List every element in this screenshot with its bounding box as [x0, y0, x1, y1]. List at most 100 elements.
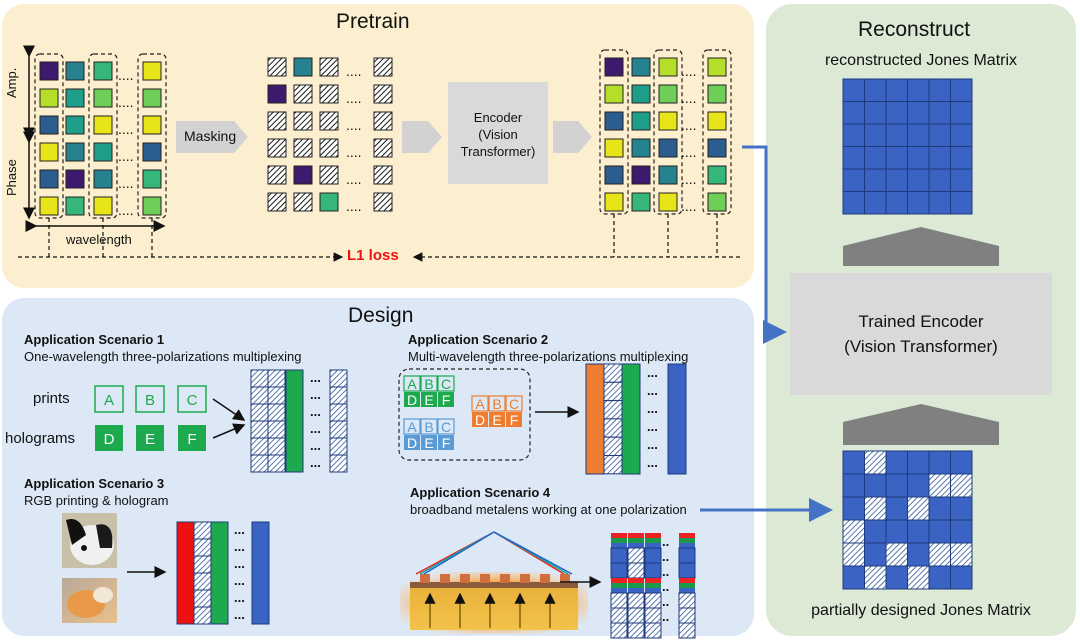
output-cell	[658, 138, 678, 158]
jones-cell	[928, 101, 951, 125]
partial-jones-cell	[928, 473, 951, 498]
hologram-box	[136, 425, 164, 451]
s4-cell	[644, 562, 662, 579]
masked-cell	[319, 84, 339, 104]
s4-band-cell	[679, 578, 695, 583]
s4-cell	[644, 622, 662, 639]
scenario1-arrow	[212, 398, 246, 421]
jones-cell	[864, 168, 887, 192]
partial-jones-cell	[864, 496, 887, 521]
partial-jones-cell	[907, 473, 930, 498]
dog-ear	[66, 519, 86, 545]
orange-letters-box	[488, 395, 506, 412]
s4-cell	[627, 562, 645, 579]
partial-jones-cell	[928, 496, 951, 521]
jones-cell	[885, 123, 908, 147]
orange-letters-box	[506, 412, 522, 427]
s4-band-cell	[645, 583, 661, 588]
masked-cell	[293, 84, 313, 104]
ellipsis-dots: ...	[647, 401, 658, 416]
s1-cell	[329, 454, 348, 473]
s1-cell	[267, 403, 286, 422]
s4-cell	[627, 547, 645, 564]
trained-encoder-line1: Trained Encoder	[858, 312, 984, 331]
s1-green-column	[285, 369, 304, 473]
s4-cell	[627, 592, 645, 609]
s2-cell	[603, 455, 623, 475]
scenario4-subtitle: broadband metalens working at one polari…	[410, 502, 687, 517]
output-cell	[631, 57, 651, 77]
partial-jones-cell	[842, 565, 865, 590]
partial-jones-cell	[907, 450, 930, 475]
design-title: Design	[348, 304, 414, 327]
ellipsis-dots: ....	[681, 171, 697, 187]
partial-jones-cell	[907, 496, 930, 521]
matrix-cell	[39, 169, 59, 189]
print-box	[94, 385, 124, 413]
focus-ray	[423, 531, 495, 575]
ellipsis-dots: ..	[662, 579, 669, 594]
nanopillar	[540, 574, 550, 583]
output-cell	[631, 192, 651, 212]
s3-cell	[193, 589, 212, 608]
ellipsis-dots: ...	[310, 370, 321, 385]
masked-cell	[373, 138, 393, 158]
reconstructed-matrix-label: reconstructed Jones Matrix	[824, 52, 1018, 69]
partial-jones-cell	[864, 542, 887, 567]
green-letters-box	[421, 392, 437, 407]
output-cell	[631, 111, 651, 131]
green-letters-letter: C	[441, 376, 451, 392]
s4-band-cell	[645, 543, 661, 548]
jones-cell	[950, 146, 973, 170]
s4-band-cell	[628, 578, 644, 583]
s1-cell	[267, 454, 286, 473]
orange-letters-box	[472, 412, 488, 427]
decoder-shape	[843, 227, 999, 266]
ellipsis-dots: ....	[118, 175, 134, 191]
masked-cell	[293, 165, 313, 185]
output-cell	[707, 111, 727, 131]
output-cell	[658, 57, 678, 77]
matrix-cell	[93, 169, 113, 189]
jones-cell	[950, 123, 973, 147]
masked-cell	[293, 138, 313, 158]
nanopillar	[560, 574, 570, 583]
output-cell	[707, 192, 727, 212]
s4-cell	[644, 547, 662, 564]
blue-letters-letter: F	[442, 435, 451, 451]
s4-band-cell	[628, 538, 644, 543]
jones-cell	[864, 191, 887, 215]
s4-cell	[644, 592, 662, 609]
masked-cell	[267, 165, 287, 185]
s2-cell	[603, 381, 623, 402]
orange-letters-letter: A	[475, 396, 485, 412]
partial-jones-cell	[842, 473, 865, 498]
jones-cell	[950, 101, 973, 125]
dog-nose	[81, 545, 87, 551]
output-cell	[658, 111, 678, 131]
s1-cell	[250, 369, 269, 388]
s3-cell	[193, 538, 212, 557]
green-letters-letter: E	[424, 392, 433, 408]
s4-cell	[627, 622, 645, 639]
output-cell	[604, 111, 624, 131]
masked-cell	[319, 57, 339, 77]
scenario2-frame	[398, 368, 531, 461]
encoder-out-arrow	[553, 121, 592, 153]
matrix-cell	[142, 169, 162, 189]
s4-cell	[678, 547, 696, 564]
s4-band-cell	[611, 583, 627, 588]
blue-letters-box	[437, 418, 455, 435]
s1-cell	[250, 437, 269, 456]
output-cell	[631, 165, 651, 185]
output-cell	[658, 165, 678, 185]
partial-jones-cell	[928, 519, 951, 544]
encoder-in-arrow	[402, 121, 442, 153]
jones-cell	[885, 101, 908, 125]
orange-letters-box	[471, 395, 489, 412]
nanopillar	[480, 574, 490, 583]
lens-layer	[410, 582, 578, 588]
matrix-cell	[65, 61, 85, 81]
s2-orange-column	[585, 363, 605, 475]
s1-cell	[329, 386, 348, 405]
